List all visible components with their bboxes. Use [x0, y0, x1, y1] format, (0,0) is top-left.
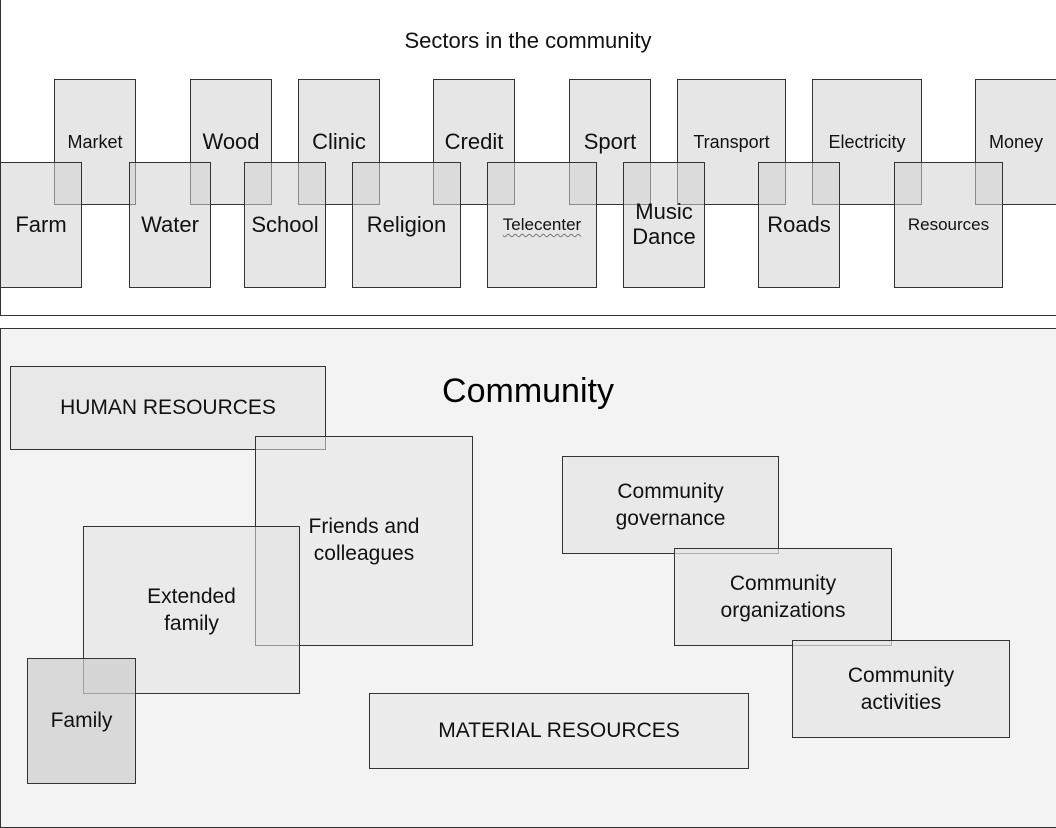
material-resources-label: MATERIAL RESOURCES [438, 719, 680, 743]
sector-religion-label: Religion [366, 212, 447, 238]
sector-roads: Roads [758, 162, 840, 288]
sector-sport-label: Sport [583, 129, 637, 155]
community-organizations-box: Community organizations [674, 548, 892, 646]
sector-transport-label: Transport [693, 131, 770, 152]
sector-school-label: School [251, 212, 319, 238]
sector-school: School [244, 162, 326, 288]
sector-farm: Farm [0, 162, 82, 288]
community-activities-label: Community activities [847, 663, 955, 714]
sector-roads-label: Roads [767, 212, 831, 238]
sector-religion: Religion [352, 162, 461, 288]
sector-water: Water [129, 162, 211, 288]
sector-farm-label: Farm [15, 212, 67, 238]
human-resources-label: HUMAN RESOURCES [60, 396, 276, 420]
community-title: Community [442, 372, 614, 410]
extended-family-label: Extended family [147, 584, 236, 635]
family-label: Family [50, 709, 113, 733]
sector-telecenter: Telecenter [487, 162, 597, 288]
material-resources-box: MATERIAL RESOURCES [369, 693, 749, 769]
sector-music-dance: Music Dance [623, 162, 705, 288]
sector-electricity-label: Electricity [828, 131, 906, 152]
sector-water-label: Water [141, 212, 199, 238]
sector-wood-label: Wood [202, 129, 260, 155]
family-box: Family [27, 658, 136, 784]
friends-colleagues-label: Friends and colleagues [308, 515, 420, 566]
community-organizations-label: Community organizations [720, 571, 846, 622]
sector-clinic-label: Clinic [312, 129, 366, 155]
community-governance-label: Community governance [615, 479, 726, 530]
sector-money-label: Money [988, 131, 1044, 152]
community-activities-box: Community activities [792, 640, 1010, 738]
sector-resources-label: Resources [907, 215, 990, 235]
sector-credit-label: Credit [444, 129, 504, 155]
community-governance-box: Community governance [562, 456, 779, 554]
sector-telecenter-label: Telecenter [502, 215, 582, 235]
sector-resources: Resources [894, 162, 1003, 288]
sectors-title: Sectors in the community [404, 28, 652, 53]
sector-music-dance-label: Music Dance [632, 199, 696, 250]
